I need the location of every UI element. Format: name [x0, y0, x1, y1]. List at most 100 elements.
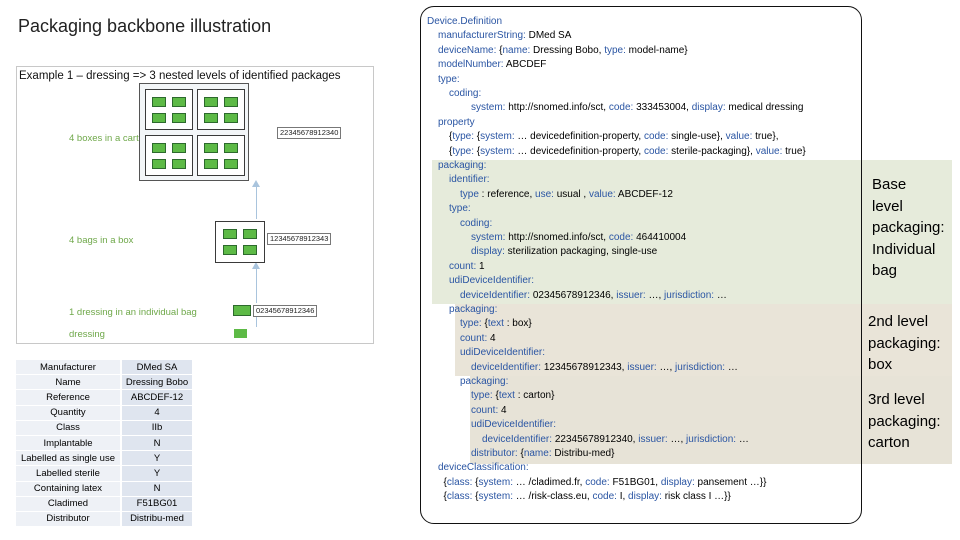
code-key: display: — [628, 491, 662, 503]
code-line: {class: {system: … /risk-class.eu, code:… — [444, 490, 731, 504]
code-value: { — [472, 491, 479, 503]
code-key: issuer: — [627, 361, 657, 373]
code-line: packaging: — [438, 159, 486, 173]
code-line: {class: {system: … /cladimed.fr, code: F… — [444, 476, 767, 490]
attribute-key: Quantity — [16, 405, 121, 421]
code-key: text — [487, 318, 504, 330]
code-value: { — [496, 44, 503, 56]
attribute-key: Manufacturer — [16, 360, 121, 376]
bag-barcode: 02345678912346 — [253, 305, 318, 317]
arrow-head-carton — [252, 180, 260, 187]
attribute-key: Labelled sterile — [16, 465, 121, 482]
side-label-line: packaging: — [868, 412, 941, 430]
code-line: deviceName: {name: Dressing Bobo, type: … — [438, 44, 688, 58]
code-value: 02345678912346, — [530, 289, 617, 301]
code-key: system: — [471, 102, 506, 114]
bag-graphic — [224, 97, 238, 107]
code-value: : reference, — [478, 188, 536, 200]
code-value: model-name} — [625, 44, 688, 56]
bag-graphic — [204, 159, 218, 169]
code-value: … /cladimed.fr, — [512, 476, 586, 488]
box-graphic-single — [215, 221, 265, 263]
code-line: type : reference, use: usual , value: AB… — [460, 188, 673, 202]
code-value: { — [472, 476, 479, 488]
code-line: system: http://snomed.info/sct, code: 33… — [471, 101, 803, 115]
attribute-value: DMed SA — [120, 360, 192, 376]
code-key: property — [438, 116, 475, 128]
code-value: 4 — [487, 332, 496, 344]
code-key: type: — [452, 145, 475, 157]
code-line: type: {text : box} — [460, 317, 532, 331]
code-key: system: — [471, 232, 506, 243]
attribute-value: Y — [120, 450, 192, 467]
code-value: Distribu-med} — [551, 448, 615, 459]
code-value: 464410004 — [633, 232, 687, 243]
arrow-line-box-to-carton — [256, 185, 257, 219]
code-value: { — [443, 476, 447, 488]
code-key: type: — [438, 73, 460, 85]
code-value: http://snomed.info/sct, — [505, 232, 609, 243]
code-key: udiDeviceIdentifier: — [471, 419, 557, 431]
attribute-value: Distribu-med — [120, 511, 192, 528]
code-key: code: — [592, 491, 617, 503]
code-value: … /risk-class.eu, — [512, 491, 593, 503]
bag-graphic — [172, 159, 186, 169]
carton-barcode: 22345678912340 — [277, 127, 342, 139]
code-key: packaging: — [449, 304, 498, 315]
code-key: deviceIdentifier: — [482, 433, 553, 445]
code-key: packaging: — [438, 160, 487, 171]
code-line: type: — [449, 202, 471, 216]
code-line: {type: {system: … devicedefinition-prope… — [449, 145, 806, 159]
code-line: manufacturerString: DMed SA — [438, 29, 571, 43]
dressing-graphic — [234, 329, 247, 338]
attribute-value: N — [120, 481, 192, 497]
attribute-key: Implantable — [16, 435, 121, 452]
side-label-line: level — [872, 197, 903, 215]
bag-graphic — [152, 113, 166, 123]
code-value: Dressing Bobo, — [530, 44, 605, 56]
code-value: risk class I …}} — [661, 491, 731, 503]
attribute-key: Reference — [16, 389, 121, 406]
bag-graphic — [152, 143, 166, 153]
code-key: value: — [755, 145, 783, 157]
code-key: jurisdiction: — [686, 433, 737, 445]
band-third-level — [470, 376, 952, 464]
code-line: modelNumber: ABCDEF — [438, 58, 546, 72]
individual-bag-graphic — [233, 305, 251, 316]
code-value: { — [517, 448, 524, 459]
side-label-line: bag — [872, 262, 898, 279]
code-key: name: — [523, 448, 552, 459]
code-key: display: — [660, 476, 695, 488]
code-line: {type: {system: … devicedefinition-prope… — [449, 130, 779, 144]
carton-graphic — [139, 83, 249, 181]
code-line: type: — [438, 73, 460, 87]
code-key: type: — [471, 390, 493, 402]
code-key: count: — [460, 332, 488, 344]
bag-graphic — [223, 229, 237, 239]
code-key: code: — [608, 232, 634, 243]
code-line: coding: — [449, 87, 481, 101]
side-label-line: box — [868, 356, 893, 373]
code-line: identifier: — [449, 173, 490, 187]
attribute-value: F51BG01 — [120, 496, 192, 512]
bag-graphic — [224, 113, 238, 123]
code-key: deviceIdentifier: — [471, 361, 542, 373]
code-line: deviceIdentifier: 22345678912340, issuer… — [482, 433, 749, 447]
code-key: code: — [585, 476, 610, 488]
code-value: true}, — [752, 131, 779, 143]
code-value: { — [474, 131, 481, 143]
code-line: deviceIdentifier: 02345678912346, issuer… — [460, 289, 727, 303]
side-label-line: packaging: — [872, 219, 945, 236]
code-value: http://snomed.info/sct, — [505, 102, 609, 114]
side-label-base: Base level packaging: Individual bag — [872, 174, 945, 282]
code-value: 4 — [498, 404, 507, 416]
code-key: Device.Definition — [427, 16, 503, 27]
code-key: type: — [449, 203, 471, 215]
